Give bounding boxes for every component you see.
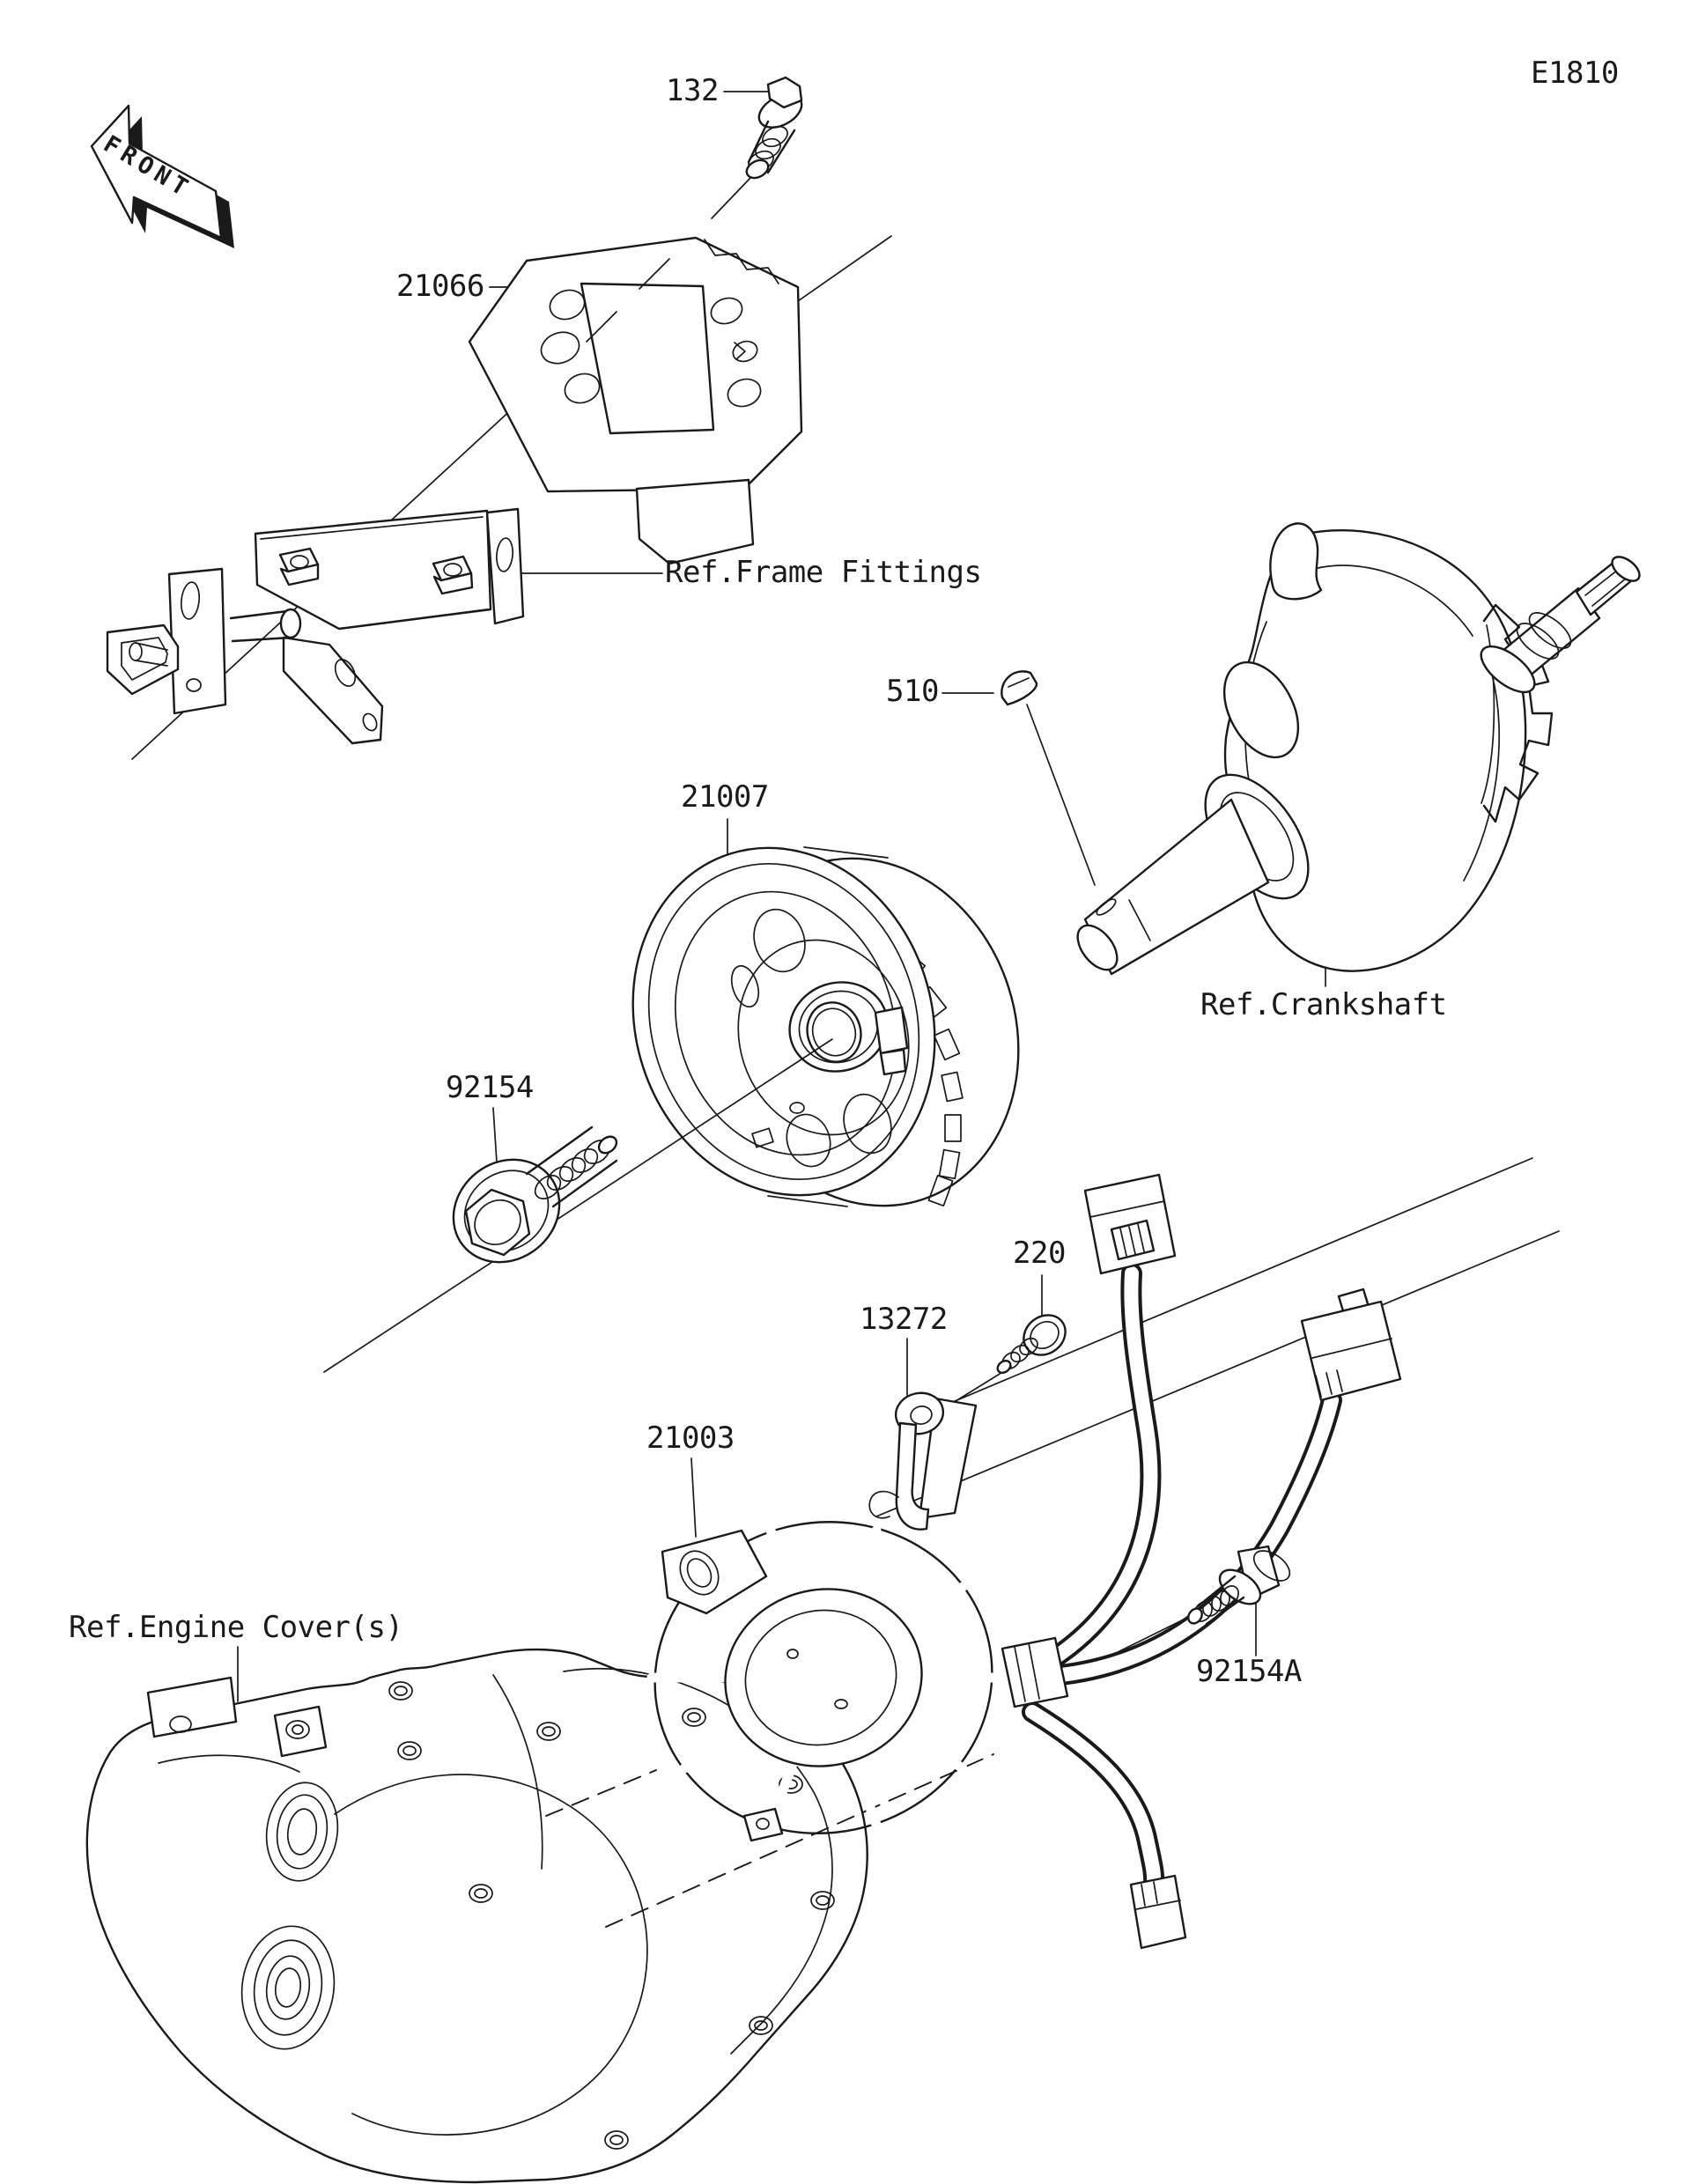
part-label-21003: 21003 — [646, 1420, 735, 1456]
part-label-92154a: 92154A — [1196, 1654, 1302, 1689]
screw-132-icon — [745, 76, 803, 180]
crankshaft — [1076, 522, 1641, 976]
part-label-13272: 13272 — [860, 1302, 948, 1337]
clamp-13272 — [868, 1391, 978, 1531]
part-label-21066: 21066 — [396, 269, 484, 304]
part-label-132: 132 — [666, 73, 719, 108]
stator-21003 — [646, 1521, 1001, 1842]
part-label-21007: 21007 — [681, 779, 769, 815]
ref-label-engine-cover: Ref.Engine Cover(s) — [69, 1610, 403, 1645]
ref-label-crankshaft: Ref.Crankshaft — [1200, 987, 1447, 1022]
harness-connector-main — [1083, 1173, 1177, 1275]
harness-connector-relay — [1300, 1288, 1402, 1402]
harness-connector-lower — [1129, 1874, 1187, 1950]
frame-fitting-bracket — [106, 507, 525, 745]
rotor-assembly-axis — [323, 1038, 833, 1373]
ref-label-frame-fittings: Ref.Frame Fittings — [665, 555, 982, 590]
part-label-510: 510 — [886, 674, 939, 709]
page-code: E1810 — [1531, 55, 1619, 91]
rotor-21007 — [631, 846, 1020, 1207]
wiring-harness — [1001, 1173, 1402, 1950]
regulator-21066 — [468, 236, 803, 565]
woodruff-key-510 — [1001, 670, 1096, 886]
engine-cover — [85, 1648, 994, 2184]
bolt-92154 — [452, 1125, 618, 1264]
part-label-220: 220 — [1013, 1236, 1066, 1271]
screw-220 — [996, 1314, 1067, 1375]
bolt-92154a — [1187, 1545, 1291, 1626]
front-arrow — [90, 104, 234, 248]
part-label-92154: 92154 — [446, 1070, 534, 1105]
